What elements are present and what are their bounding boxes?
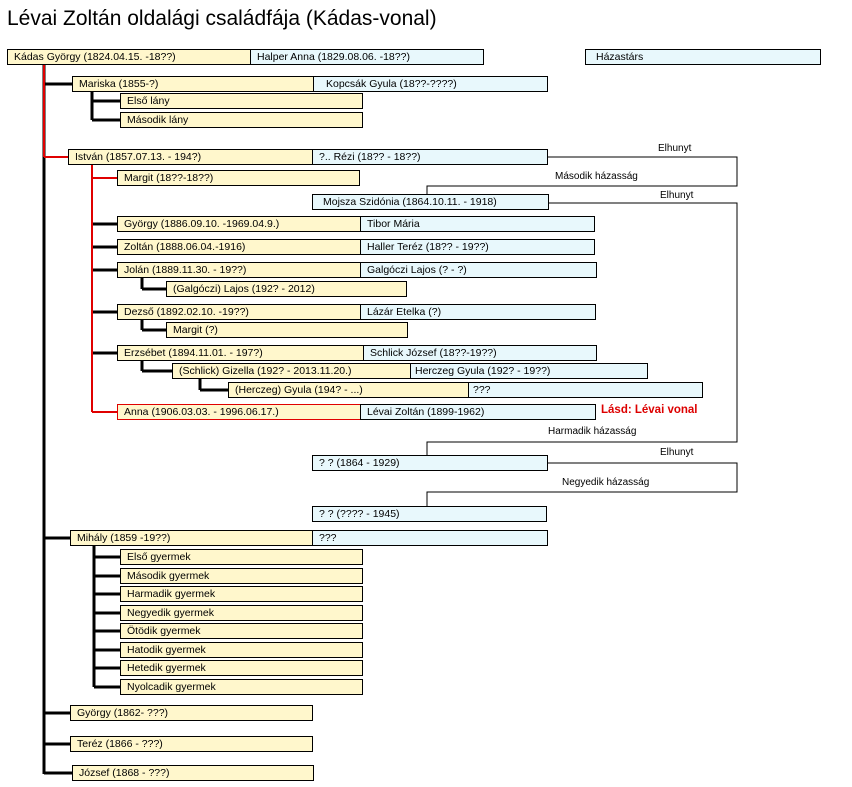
- erzsebet-child-spouse[interactable]: Herczeg Gyula (192? - 19??): [410, 363, 648, 379]
- mariska-spouse[interactable]: Kopcsák Gyula (18??-????): [313, 76, 548, 92]
- marriage-lines: [426, 156, 738, 506]
- other-sibling-terez[interactable]: Teréz (1866 - ???): [70, 736, 313, 752]
- istvan-person[interactable]: István (1857.07.13. - 194?): [68, 149, 313, 165]
- mihaly-child-3[interactable]: Harmadik gyermek: [120, 586, 363, 602]
- istvan-child-anna[interactable]: Anna (1906.03.03. - 1996.06.17.): [117, 404, 361, 420]
- mariska-person[interactable]: Mariska (1855-?): [72, 76, 314, 92]
- mariska-child-1[interactable]: Első lány: [120, 93, 363, 109]
- istvan-spouse-3[interactable]: ? ? (1864 - 1929): [312, 455, 548, 471]
- root-person[interactable]: Kádas György (1824.04.15. -18??): [7, 49, 251, 65]
- note-fourth-marriage: Negyedik házasság: [562, 477, 650, 488]
- istvan-spouse-4[interactable]: ? ? (???? - 1945): [312, 506, 547, 522]
- dezso-spouse[interactable]: Lázár Etelka (?): [360, 304, 596, 320]
- other-sibling-jozsef[interactable]: József (1868 - ???): [72, 765, 314, 781]
- istvan-child-dezso[interactable]: Dezső (1892.02.10. -19??): [117, 304, 361, 320]
- other-sibling-gyorgy[interactable]: György (1862- ???): [70, 705, 313, 721]
- mihaly-child-7[interactable]: Hetedik gyermek: [120, 660, 363, 676]
- erzsebet-spouse[interactable]: Schlick József (18??-19??): [363, 345, 597, 361]
- istvan-child-jolan[interactable]: Jolán (1889.11.30. - 19??): [117, 262, 361, 278]
- direct-line-red: [43, 57, 120, 413]
- note-deceased-2: Elhunyt: [660, 190, 694, 201]
- mihaly-spouse[interactable]: ???: [312, 530, 548, 546]
- istvan-child-margit[interactable]: Margit (18??-18??): [117, 170, 360, 186]
- jolan-spouse[interactable]: Galgóczi Lajos (? - ?): [360, 262, 597, 278]
- anna-spouse[interactable]: Lévai Zoltán (1899-1962): [360, 404, 596, 420]
- istvan-child-gyorgy[interactable]: György (1886.09.10. -1969.04.9.): [117, 216, 361, 232]
- legend-spouse-box: Házastárs: [585, 49, 821, 65]
- dezso-child[interactable]: Margit (?): [166, 322, 408, 338]
- page-title: Lévai Zoltán oldalági családfája (Kádas-…: [7, 7, 437, 30]
- gyorgy-spouse[interactable]: Tibor Mária: [360, 216, 595, 232]
- zoltan-spouse[interactable]: Haller Teréz (18?? - 19??): [360, 239, 595, 255]
- mihaly-child-4[interactable]: Negyedik gyermek: [120, 605, 363, 621]
- mihaly-person[interactable]: Mihály (1859 -19??): [70, 530, 313, 546]
- mihaly-child-6[interactable]: Hatodik gyermek: [120, 642, 363, 658]
- mihaly-child-1[interactable]: Első gyermek: [120, 549, 363, 565]
- note-third-marriage: Harmadik házasság: [548, 426, 637, 437]
- see-levai-line-link[interactable]: Lásd: Lévai vonal: [601, 404, 698, 416]
- descent-lines-black: [42, 57, 228, 775]
- istvan-spouse-1[interactable]: ?.. Rézi (18?? - 18??): [312, 149, 548, 165]
- root-spouse[interactable]: Halper Anna (1829.08.06. -18??): [250, 49, 484, 65]
- erzsebet-grandchild-spouse[interactable]: ???: [468, 382, 703, 398]
- erzsebet-child[interactable]: (Schlick) Gizella (192? - 2013.11.20.): [172, 363, 411, 379]
- jolan-child[interactable]: (Galgóczi) Lajos (192? - 2012): [166, 281, 407, 297]
- mihaly-child-5[interactable]: Ötödik gyermek: [120, 623, 363, 639]
- istvan-spouse-2[interactable]: Mojsza Szidónia (1864.10.11. - 1918): [312, 194, 549, 210]
- note-deceased-3: Elhunyt: [660, 447, 694, 458]
- mihaly-child-8[interactable]: Nyolcadik gyermek: [120, 679, 363, 695]
- erzsebet-grandchild[interactable]: (Herczeg) Gyula (194? - ...): [228, 382, 469, 398]
- note-second-marriage: Második házasság: [555, 171, 638, 182]
- istvan-child-erzsebet[interactable]: Erzsébet (1894.11.01. - 197?): [117, 345, 364, 361]
- mihaly-child-2[interactable]: Második gyermek: [120, 568, 363, 584]
- mariska-child-2[interactable]: Második lány: [120, 112, 363, 128]
- note-deceased-1: Elhunyt: [658, 143, 692, 154]
- istvan-child-zoltan[interactable]: Zoltán (1888.06.04.-1916): [117, 239, 361, 255]
